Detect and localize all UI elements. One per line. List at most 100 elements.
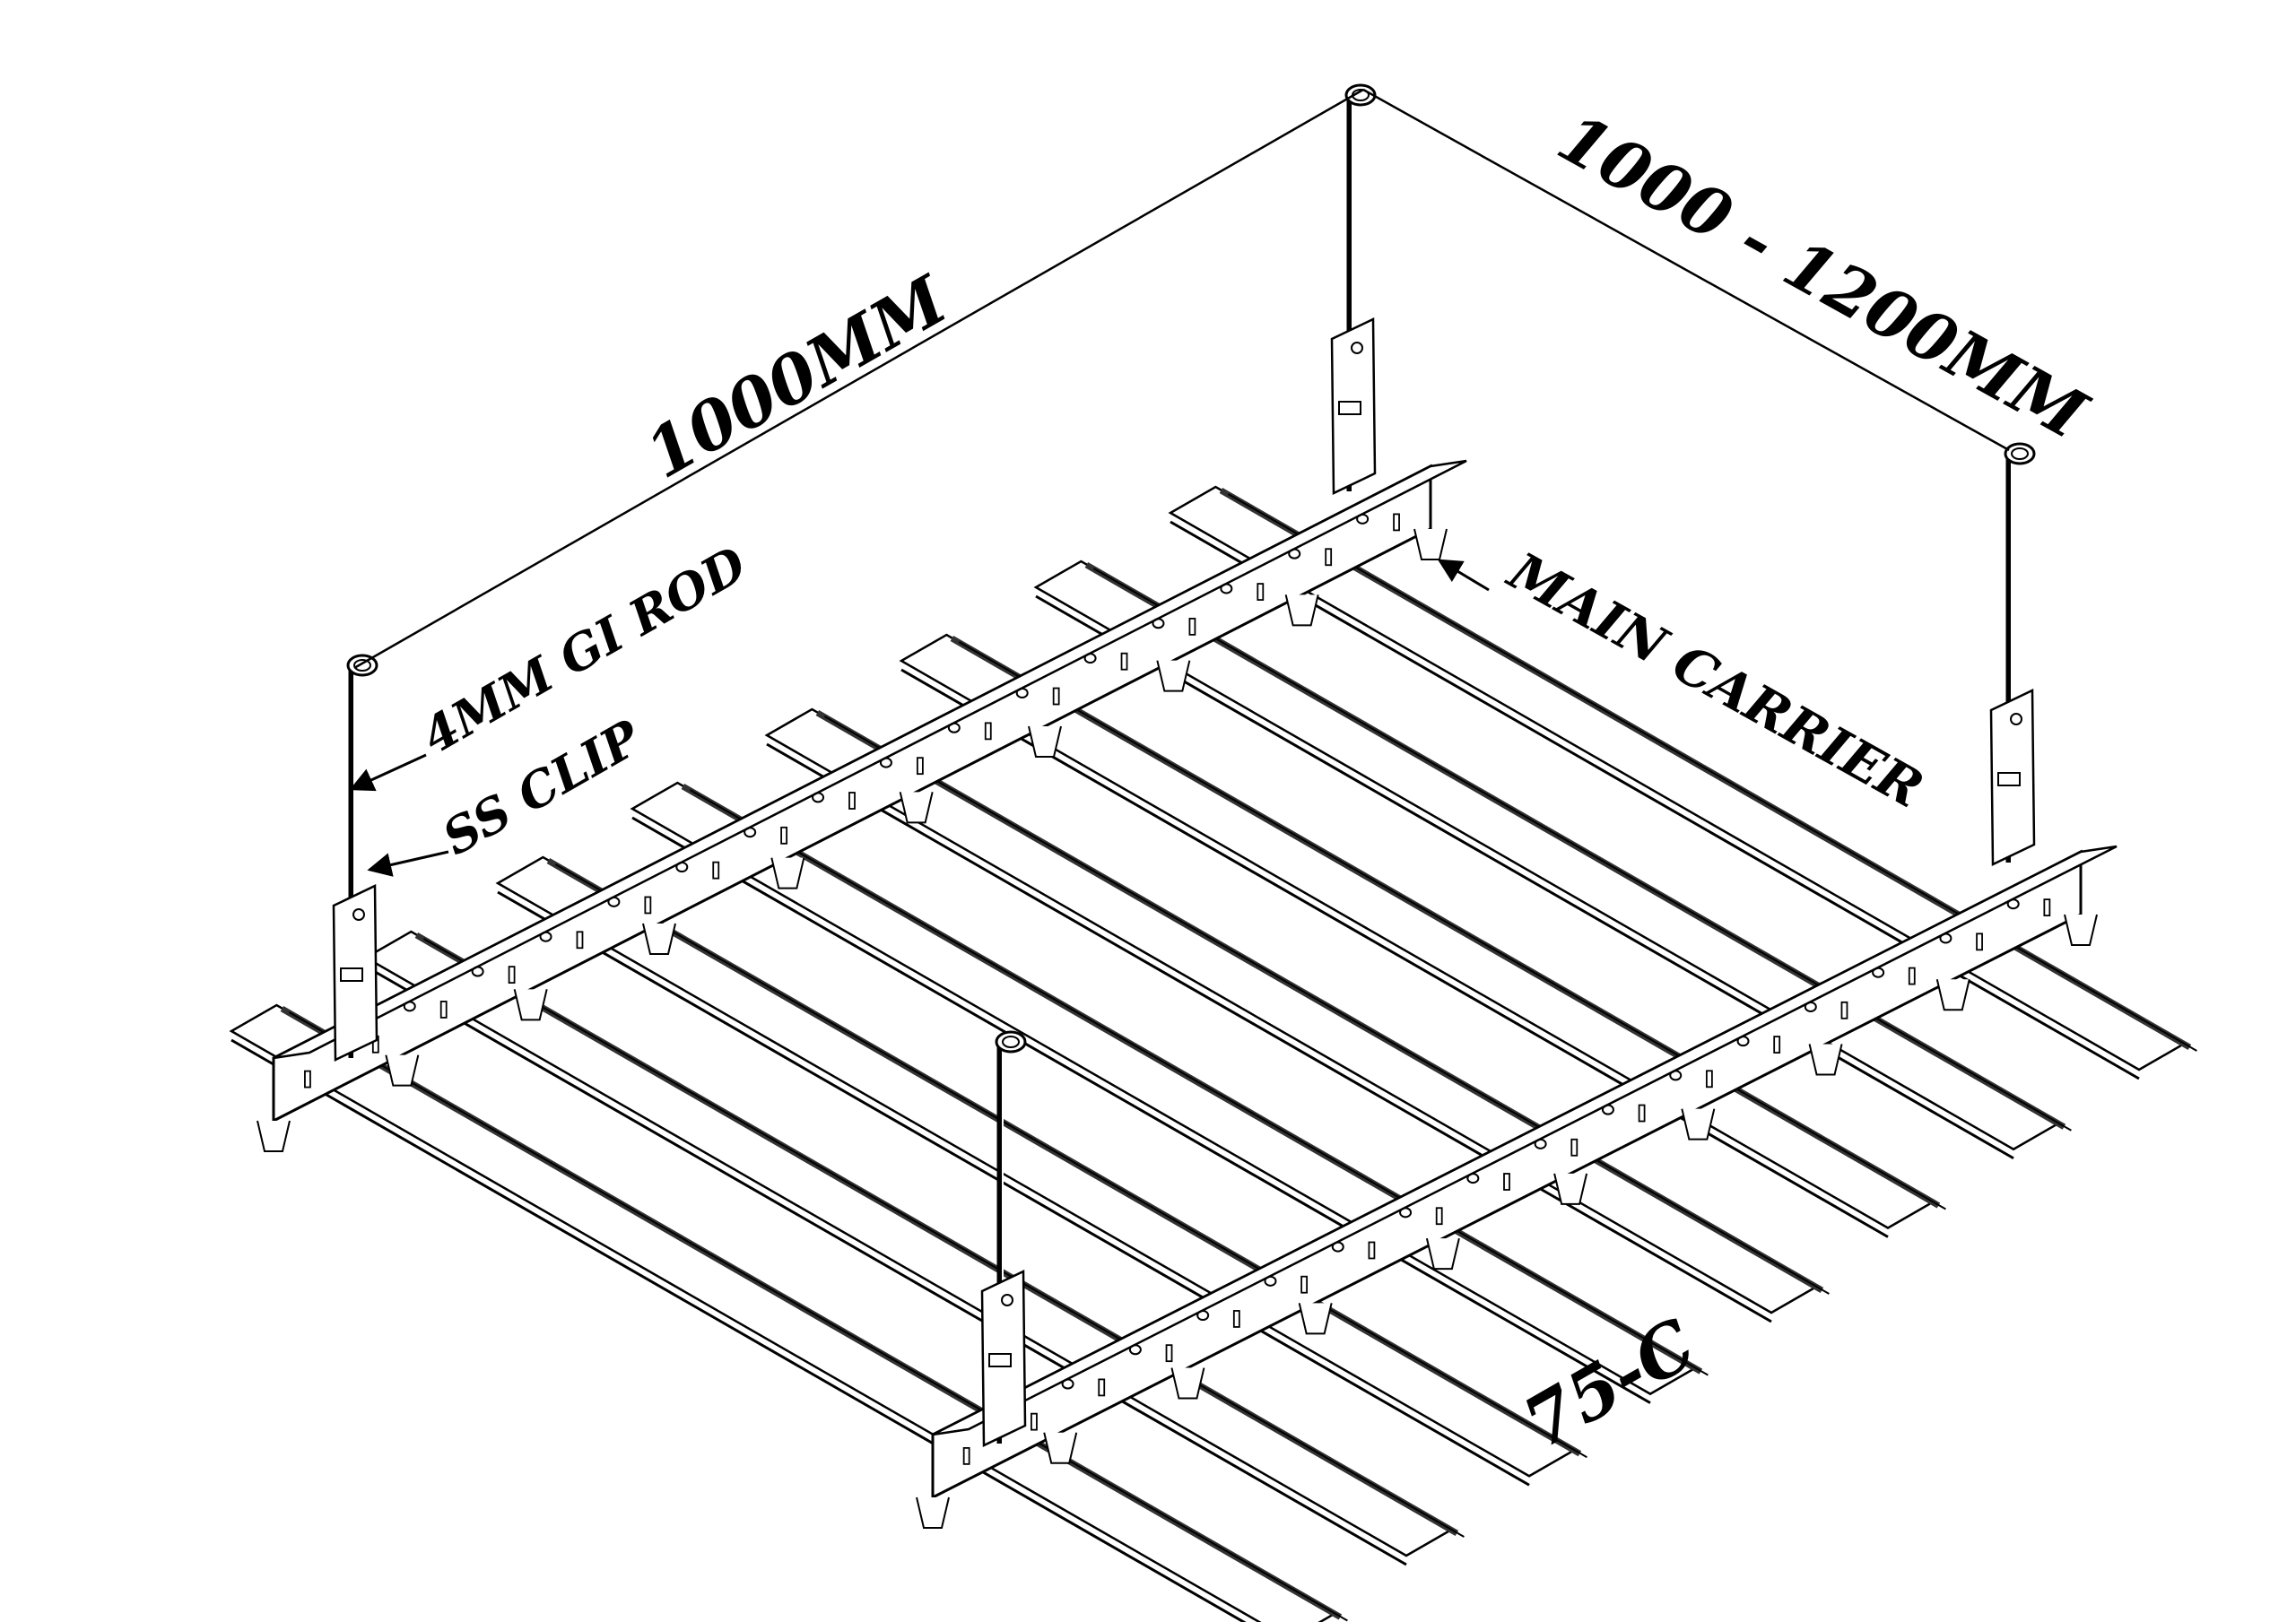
carrier-slot (1325, 548, 1333, 567)
carrier-hole (1083, 653, 1097, 664)
carrier-hole (812, 792, 825, 803)
carrier-tooth (513, 989, 548, 1021)
carrier-tooth (1170, 1367, 1205, 1400)
carrier-tooth (2064, 914, 2098, 946)
carrier-hole (1399, 1207, 1413, 1219)
carrier-slot (1052, 687, 1060, 706)
carrier-hole (1015, 687, 1029, 698)
carrier-hole (2006, 898, 2020, 910)
clip-tab (1338, 401, 1361, 415)
panel-edge (1170, 520, 2140, 1080)
label-span-long: 1000MM (633, 261, 961, 493)
suspension-rods (332, 83, 2036, 1447)
panel-groove (958, 641, 1946, 1210)
clip-tab (1997, 772, 2021, 786)
carrier-tooth (1681, 1108, 1716, 1141)
carrier-slot (984, 722, 992, 741)
main-carrier (916, 845, 2118, 1529)
suspension-rod (980, 1030, 1027, 1447)
carrier-hole (471, 966, 484, 977)
arrow-pointer-icon (349, 753, 427, 792)
carrier-hole (1601, 1104, 1614, 1115)
carrier-tooth (1284, 594, 1319, 627)
panel-groove (823, 716, 1830, 1295)
panel-groove (1092, 568, 2072, 1132)
carrier-hole (1534, 1138, 1547, 1149)
carrier-tooth (770, 857, 805, 889)
carrier-slot (1976, 932, 1983, 951)
dimension-lines (353, 88, 2010, 670)
panel-groove (422, 938, 1465, 1538)
carrier-hole (1872, 967, 1885, 978)
carrier-hole (1331, 1241, 1344, 1253)
carrier-hole (403, 1001, 416, 1012)
clip-hole (1001, 1294, 1013, 1306)
carrier-hole (1669, 1070, 1683, 1081)
linear-panels (229, 485, 2197, 1622)
carrier-slot (1908, 967, 1916, 985)
carrier-slot (508, 966, 516, 984)
carrier-slot (712, 861, 720, 880)
carrier-flange (932, 845, 2118, 1436)
panel-edge (1035, 594, 2014, 1160)
carrier-hole (1220, 583, 1233, 594)
panel-strip (1168, 485, 2197, 1080)
main-carriers (257, 459, 2118, 1529)
carrier-tooth (1156, 660, 1191, 692)
carrier-slot (916, 757, 924, 776)
carrier-slot (644, 896, 652, 915)
carrier-tooth (899, 792, 934, 824)
arrow-pointer-icon (1437, 559, 1490, 592)
clip-hole (352, 908, 365, 921)
carrier-slot (1840, 1001, 1848, 1019)
panel-strip (363, 930, 1465, 1566)
carrier-tooth (1425, 1237, 1460, 1271)
dimension-line-long (353, 88, 1364, 670)
carrier-slot (1165, 1344, 1173, 1363)
carrier-hole (1288, 548, 1301, 559)
carrier-tooth (1808, 1044, 1843, 1076)
panel-edge (365, 965, 1407, 1566)
carrier-slot (1638, 1104, 1646, 1123)
carrier-flange (273, 459, 1467, 1060)
carrier-hole (539, 931, 552, 942)
annotation-arrows (349, 559, 1490, 877)
panel-groove (1227, 493, 2197, 1052)
panel-edge (497, 890, 1530, 1487)
carrier-slot (1393, 513, 1400, 532)
panel-groove (288, 1011, 1348, 1622)
carrier-slot (1705, 1070, 1713, 1089)
carrier-hole (1152, 618, 1165, 629)
carrier-slot (1120, 652, 1128, 671)
carrier-tooth (257, 1120, 291, 1152)
carrier-slot (1232, 1310, 1240, 1328)
carrier-slot (1098, 1378, 1106, 1397)
label-span-short: 1000 - 1200MM (1545, 100, 2100, 455)
clip-hole (1351, 342, 1363, 354)
carrier-hole (1264, 1275, 1277, 1287)
carrier-slot (304, 1070, 311, 1089)
carrier-slot (962, 1446, 970, 1465)
carrier-hole (1128, 1344, 1142, 1356)
carrier-slot (1570, 1138, 1578, 1157)
carrier-hole (1939, 932, 1952, 944)
panel-edge (766, 742, 1772, 1323)
carrier-slot (780, 826, 788, 845)
carrier-tooth (1935, 978, 1970, 1011)
carrier-tooth (916, 1496, 950, 1529)
carrier-tooth (1413, 528, 1448, 560)
rod-hook-icon (995, 1030, 1027, 1054)
carrier-slot (1300, 1275, 1309, 1294)
carrier-hole (1196, 1310, 1210, 1322)
panel-edge (230, 1038, 1247, 1622)
carrier-hole (607, 896, 621, 907)
rod-hook-icon (2004, 442, 2036, 465)
carrier-tooth (1043, 1432, 1078, 1464)
carrier-slot (1188, 617, 1196, 636)
carrier-hole (1356, 513, 1370, 525)
carrier-hole (879, 757, 892, 768)
carrier-slot (1257, 583, 1265, 601)
clip-tab (340, 967, 363, 982)
